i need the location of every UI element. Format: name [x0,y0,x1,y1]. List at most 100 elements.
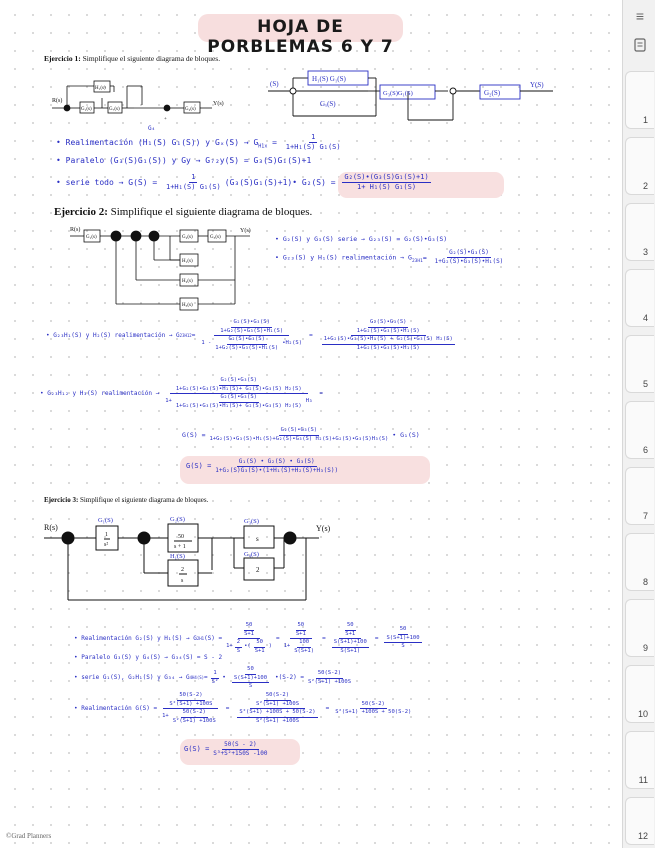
notebook-icon[interactable] [632,38,648,54]
tab-12[interactable]: 12 [625,797,654,845]
ex3-hand-H1: H₁(S) [170,553,185,560]
ex3-n1-f4dd: S [401,643,405,650]
ex2-m3-den: 1+G₂(S)•G₃(S)•H₁(S)+G₂(S)•G₃(S) H₂(S)+G₂… [209,435,389,442]
ex1-hand-Gx: Gₓ(S) [320,100,336,108]
tab-3[interactable]: 3 [625,203,654,261]
tab-label: 5 [642,379,648,389]
ex2-r2-text: • G₂₃(S) y H₁(S) realimentación → G [275,253,412,262]
ex3-n1-sub: 2H1 [196,635,205,641]
ex3-n3-f1d: S² [211,678,219,685]
ex3-n4-text: • Realimentación G(S) = [74,704,158,712]
ex1-result-highlight [338,172,504,198]
ex2-diag-H3: H₃(s) [182,303,193,308]
ex1-l1-sub: H1x [258,143,268,150]
tab-label: 6 [642,445,648,455]
tab-11[interactable]: 11 [625,731,654,789]
ex2-step-2: • G₂₃H₁₂ y H₃(S) realimentación → G₂(S)•… [40,377,323,409]
ex1-hand-in: (S) [270,80,279,88]
ex1-l1-text: • Realimentación (H₁(S) G₁(S)) y Gₓ(S) →… [56,138,259,147]
ex3-n1-f2d-n: 100 [297,639,312,648]
ex3-n1-f2n: 50 [295,622,307,631]
ex2-m2-den-a: 1+ [165,398,172,405]
page-title: HOJA DE PORBLEMAS 6 Y 7 [207,17,394,57]
ex2-m1-den-num: G₂(S)•G₃(S) [226,336,267,345]
ex3-heading: Ejercicio 3: Simplifique el siguiente di… [44,496,208,504]
ex2-m1-numden: 1+G₂(S)•G₃(S)•H₁(S) [220,327,284,334]
ex3-diag-h-num: 2 [181,567,184,573]
tab-7[interactable]: 7 [625,467,654,525]
ex3-n1-f1d-a: 1+ [226,643,233,650]
ex2-m1-eq2: = [309,331,313,339]
ex3-n4-r-dd: S²(S+1) +100S [255,717,299,724]
ex3-n5-text: G(S) = [184,745,210,753]
ex3-n1-f2d-d: S(S+1) [294,647,315,654]
ex3-n4-f-n: 50(S-2) [359,701,387,709]
tab-1[interactable]: 1 [625,71,654,129]
menu-icon[interactable]: ≡ [635,8,645,24]
ex2-right-1: • G₂(S) y G₃(S) serie → G₂₃(S) = G₂(S)•G… [275,235,448,243]
ex3-n1-text: • Realimentación G₂(S) y H₁(S) → G [74,634,197,642]
ex3-n3-sub: 4H4(S) [189,675,205,681]
tab-4[interactable]: 4 [625,269,654,327]
ex2-right-2: • G₂₃(S) y H₁(S) realimentación → G23H1=… [275,250,507,265]
ex3-step-4: • Realimentación G(S) = 50(S-2)S²(S+1) +… [74,692,415,724]
ex2-diag-H2: H₂(s) [182,279,193,284]
ex1-l3-mid: (G₃(S)G₁(S)+1)• G₂(S) = [224,178,336,187]
ex3-diag-b4: 2 [256,566,260,574]
ex1-l3-num2: G₂(S)•(G₃(S)G₁(S)+1) [342,173,431,183]
ex3-n3-f1n: 1 [211,671,219,679]
ex1-heading-bold: Ejercicio 1: [44,54,81,63]
ex3-diag-b1-num: 1 [105,532,108,538]
tab-5[interactable]: 5 [625,335,654,393]
ex1-l1-den: 1+H₁(S) G₁(S) [285,143,341,151]
ex2-m1-r-den: 1+G₂(S)•G₃(S)•H₁(S) + G₂(S)•G₃(S) H₂(S) [321,336,455,345]
ex2-m2-num: G₂(S)•G₃(S) [218,377,259,386]
ex3-step-2: • Paralelo G₃(S) y G₄(S) → G₃₄(S) = S - … [74,654,223,661]
ex1-line-2: • Paralelo (G₃(S)G₁(S)) y Gy → G₇₂y(S) =… [56,156,312,165]
ex3-heading-bold: Ejercicio 3: [44,496,79,504]
ex3-n1-eq: (S) = [204,634,223,642]
tab-9[interactable]: 9 [625,599,654,657]
tab-8[interactable]: 8 [625,533,654,591]
ex3-result: G(S) = 50(S - 2)S³+S²+150S -100 [184,742,271,757]
ex3-n1-f3nd: S+1 [345,630,356,637]
ex2-diag-Y: Y(s) [240,227,251,234]
ex3-n5-den: S³+S²+150S -100 [213,750,268,757]
tab-label: 7 [642,511,648,521]
ex3-hand-G4: G₄(S) [244,551,259,558]
tab-6[interactable]: 6 [625,401,654,459]
tab-label: 4 [642,313,648,323]
tab-label: 8 [642,577,648,587]
ex2-m1-eq: = [191,331,196,339]
ex3-n3-text: • serie G₁(S), G₂H₁(S) y G₃₄ → G [74,674,190,682]
ex3-n3-mid: •(S-2) = [275,674,304,682]
ex3-n3-f2dd: S [248,683,253,689]
ex2-m2-den-b: H₃ [305,398,313,405]
tab-10[interactable]: 10 [625,665,654,723]
ex3-diagram: R(s) Y(s) 1 s² 50 s + 1 s 2 2 s G₁(S) G₂… [44,516,331,601]
ex2-r2-eq: = [422,253,427,262]
ex3-n1-f1d-e: 50 [254,639,265,648]
ex2-m1-num: G₂(S)•G₃(S) [231,319,272,328]
ex1-l3-den1: 1+H₁(S) G₁(S) [165,183,221,191]
ex2-m1-r-num: G₂(S)•G₃(S) [368,319,409,328]
title-highlight [198,14,403,42]
tab-label: 1 [642,115,648,125]
ex2-m2-den-den: 1+G₂(S)•G₃(S)•H₁(S)+ G₂(S)•G₃(S) H₂(S) [175,402,302,409]
ex3-n1-f4dn: S(S+1)+100 [384,635,422,644]
ex2-diag-G1: G₁(s) [86,235,97,240]
ex2-diag-R: R(s) [70,226,80,233]
ex2-m2-den-num: G₂(S)•G₃(S) [218,394,259,403]
ex3-diag-b1-den: s² [104,542,108,548]
ex1-line-1: • Realimentación (H₁(S) G₁(S)) y Gₓ(S) →… [56,134,345,151]
ex3-n4-f-d: S²(S+1) +100S + 50(S-2) [335,709,412,715]
ex1-hand-G2: G₂(S) [484,89,501,97]
tab-label: 10 [637,709,648,719]
tab-2[interactable]: 2 [625,137,654,195]
ex3-result-highlight [180,739,300,765]
tab-label: 12 [637,831,648,841]
